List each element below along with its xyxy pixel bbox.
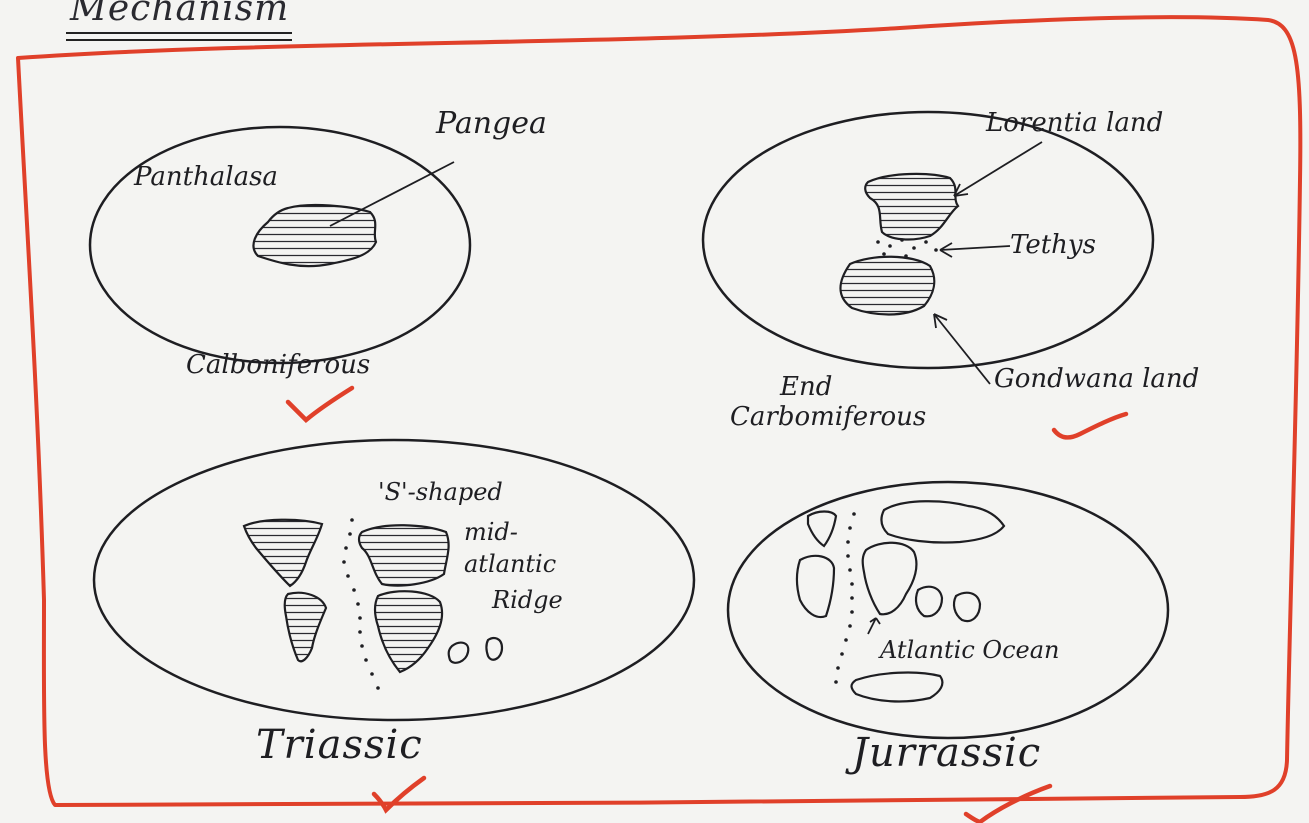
red-check-mark-2 (1054, 414, 1126, 437)
pointer-line-tethys (940, 246, 1010, 250)
landmass-laurentia (865, 174, 958, 240)
period-end-line-1: End (780, 372, 832, 402)
landmass-jurassic-south-america (797, 556, 834, 617)
label-mid: mid- (464, 518, 518, 546)
pointer-line-pangea (330, 162, 454, 226)
period-end-line-2: Carbomiferous (730, 402, 926, 432)
label-gondwana-land: Gondwana land (994, 364, 1199, 394)
landmass-jurassic-antarctica (852, 673, 943, 702)
period-triassic: Triassic (256, 722, 423, 768)
landmass-africa (375, 591, 442, 672)
landmass-jurassic-north-america (808, 512, 836, 547)
label-atlantic: atlantic (464, 550, 556, 578)
jurassic-ridge-dots (834, 512, 856, 684)
tethys-dots (876, 238, 938, 258)
label-panthalasa: Panthalasa (134, 162, 278, 192)
red-check-mark-1 (288, 388, 352, 420)
period-jurrassic: Jurrassic (852, 730, 1041, 776)
label-pangea: Pangea (436, 106, 547, 141)
landmass-south-america (285, 593, 326, 661)
island-small-1 (449, 643, 469, 663)
landmass-pangea (253, 205, 376, 266)
landmass-jurassic-africa (863, 543, 917, 615)
label-atlantic-ocean: Atlantic Ocean (880, 636, 1059, 664)
globe-outline-jurassic (728, 482, 1168, 738)
heading-title: Mechanism (70, 0, 289, 29)
landmass-eurasia (359, 525, 449, 585)
landmass-north-america (244, 520, 322, 586)
landmass-jurassic-eurasia (881, 501, 1004, 542)
label-lorentia-land: Lorentia land (986, 108, 1163, 138)
label-tethys: Tethys (1010, 230, 1096, 260)
landmass-gondwana (840, 257, 934, 315)
label-ridge: Ridge (492, 586, 563, 614)
label-s-shaped: 'S'-shaped (378, 478, 503, 506)
arrow-atlantic-ocean (868, 618, 880, 634)
landmass-jurassic-australia (954, 593, 980, 621)
period-carboniferous: Calboniferous (186, 350, 370, 380)
pointer-line-gondwana (934, 314, 990, 384)
island-small-2 (487, 638, 503, 660)
pointer-line-laurentia (954, 142, 1042, 196)
red-check-mark-4 (966, 786, 1050, 822)
landmass-jurassic-india (916, 587, 942, 617)
